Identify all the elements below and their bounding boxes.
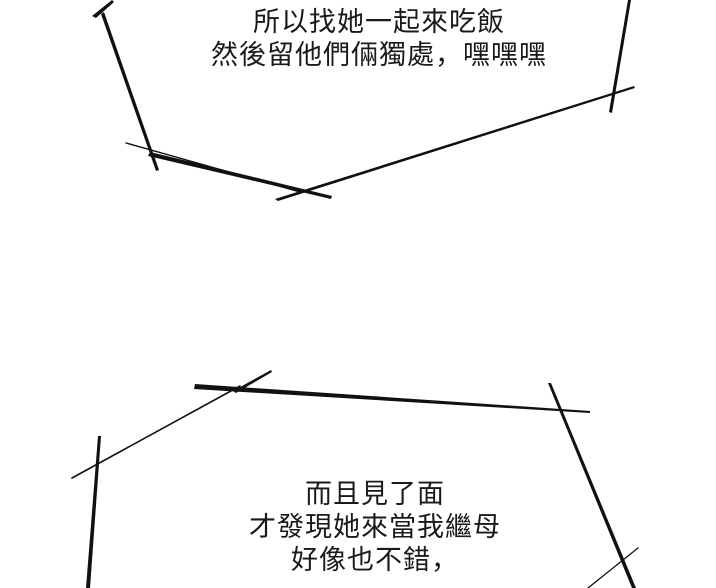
bubble-bottom-stroke-right-vertical bbox=[548, 383, 636, 588]
bubble-line: 而且見了面 bbox=[305, 479, 445, 510]
speech-bubble-bottom-border bbox=[71, 370, 639, 588]
bubble-line: 好像也不錯， bbox=[291, 545, 459, 576]
bubble-line: 然後留他們倆獨處，嘿嘿嘿 bbox=[211, 40, 547, 71]
bubble-bottom-stroke-right-lower bbox=[587, 547, 639, 588]
bubble-bottom-stroke-left-diagonal bbox=[71, 385, 241, 479]
speech-bubble-top-text: 所以找她一起來吃飯 然後留他們倆獨處，嘿嘿嘿 bbox=[0, 6, 716, 72]
bubble-bottom-stroke-left-vertical bbox=[86, 436, 101, 588]
bubble-line: 所以找她一起來吃飯 bbox=[253, 7, 505, 38]
speech-bubble-bottom-text: 而且見了面 才發現她來當我繼母 好像也不錯， bbox=[0, 478, 716, 577]
bubble-top-stroke-bottom-left-heavy bbox=[148, 152, 332, 199]
bubble-bottom-stroke-top bbox=[194, 384, 590, 413]
bubble-top-stroke-right-vertical bbox=[609, 0, 631, 113]
bubble-top-stroke-left-vertical bbox=[101, 12, 159, 171]
bubble-top-stroke-bottom-right bbox=[275, 86, 635, 201]
bubble-top-stroke-left bbox=[92, 0, 114, 18]
bubble-bottom-stroke-top-left bbox=[233, 370, 272, 393]
bubble-line: 才發現她來當我繼母 bbox=[249, 512, 501, 543]
speech-bubble-top-border bbox=[92, 0, 635, 201]
